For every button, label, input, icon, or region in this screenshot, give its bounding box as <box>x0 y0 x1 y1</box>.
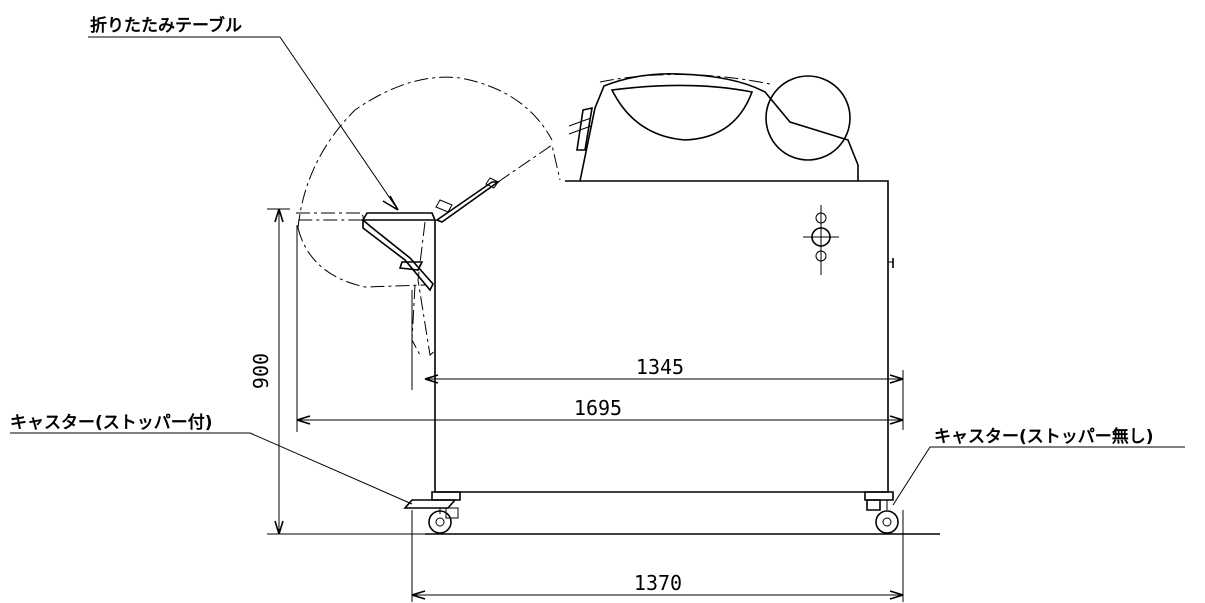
dim-wheelbase-text: 1370 <box>634 571 682 595</box>
dim-total-length-text: 1695 <box>574 396 622 420</box>
dimension-height: 900 <box>249 208 425 535</box>
label-caster-without-stopper: キャスター(ストッパー無し) <box>934 426 1154 447</box>
cabinet-body <box>434 180 894 493</box>
hopper-bracket <box>568 106 593 151</box>
leader-lines <box>10 36 1185 506</box>
control-knobs <box>803 205 839 275</box>
dim-body-length-text: 1345 <box>636 355 684 379</box>
motor-circle <box>765 75 851 161</box>
caster-right <box>864 491 899 534</box>
folding-table <box>361 177 501 292</box>
label-caster-with-stopper: キャスター(ストッパー付) <box>10 412 213 433</box>
dimension-wheelbase: 1370 <box>411 510 904 602</box>
caster-left <box>403 491 461 534</box>
top-hopper <box>579 72 859 182</box>
dimension-body-length: 1345 <box>411 290 904 430</box>
label-folding-table: 折りたたみテーブル <box>90 15 242 36</box>
dim-height-text: 900 <box>249 353 273 389</box>
dimension-total-length: 1695 <box>296 225 904 432</box>
